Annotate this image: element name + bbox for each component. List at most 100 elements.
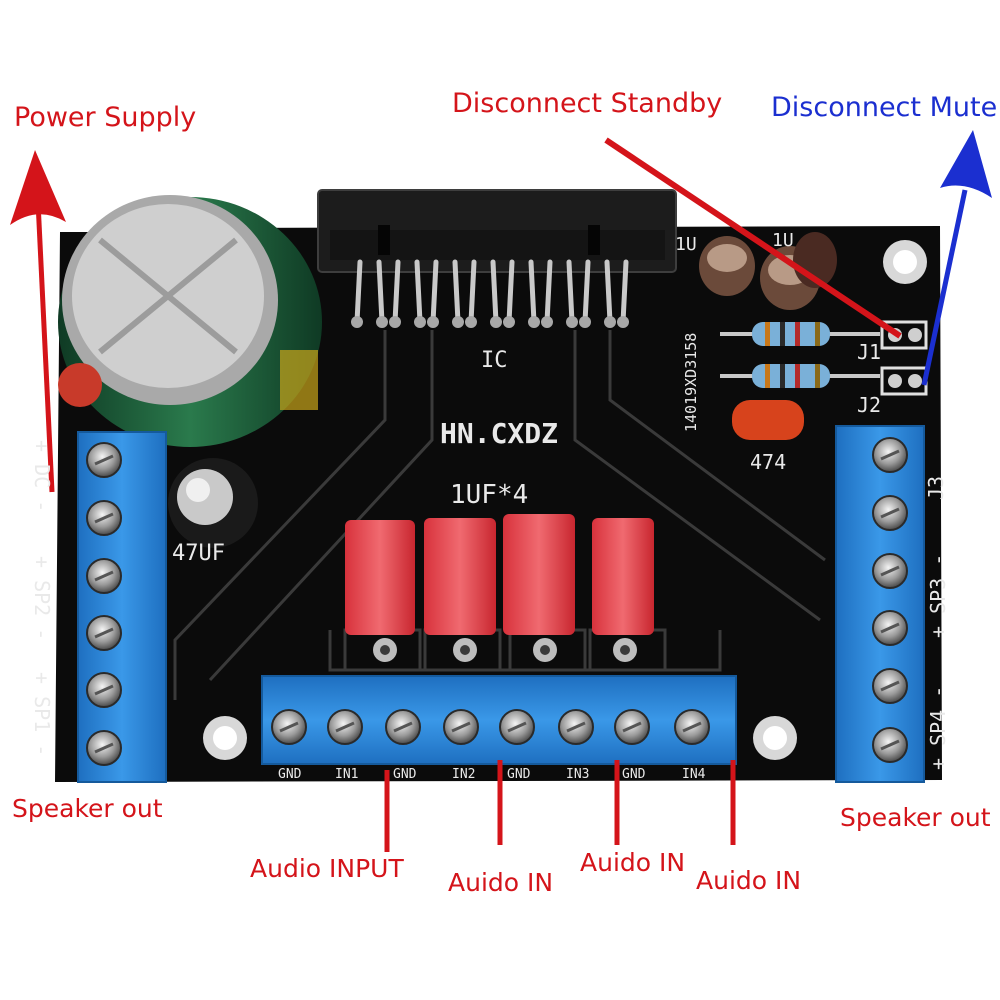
ic-pin-solder	[617, 316, 629, 328]
terminal-screw	[872, 668, 908, 704]
ic-pin	[604, 259, 613, 325]
ic-pin	[354, 259, 363, 325]
terminal-screw	[499, 709, 535, 745]
speaker-out-right-label: Speaker out	[840, 803, 991, 832]
power-supply-label: Power Supply	[14, 102, 197, 133]
audio-input-label: Audio INPUT	[250, 854, 404, 883]
disconnect-mute-label: Disconnect Mute	[771, 92, 998, 123]
audio-in-label-2: Auido IN	[448, 868, 554, 897]
arrow-up-icon	[940, 130, 992, 198]
terminal-screw	[86, 442, 122, 478]
terminal-label: + SP1 -	[30, 672, 54, 757]
ic-pin-solder	[541, 316, 553, 328]
terminal-label: GND	[393, 767, 417, 782]
ic-pin	[392, 259, 401, 325]
ic-pin-solder	[376, 316, 388, 328]
electrolytic-capacitor-small	[168, 458, 258, 548]
ic-pin	[452, 259, 461, 325]
ic-pin	[430, 259, 439, 325]
arrow-up-icon	[10, 150, 66, 225]
terminal-screw	[558, 709, 594, 745]
terminal-screw	[872, 727, 908, 763]
terminal-label: + SP4 -	[926, 685, 950, 770]
ic-pin	[490, 259, 499, 325]
terminal-label: GND	[507, 767, 531, 782]
ic-pin-solder	[414, 316, 426, 328]
film-capacitor-474	[732, 400, 804, 440]
terminal-block-bottom	[261, 675, 737, 765]
terminal-screw	[872, 610, 908, 646]
ic-pin-solder	[389, 316, 401, 328]
terminal-label: IN2	[452, 767, 476, 782]
jumper-j2	[880, 366, 928, 396]
ic-pin-solder	[604, 316, 616, 328]
terminal-screw	[385, 709, 421, 745]
film-capacitor	[503, 514, 575, 662]
terminal-label: IN4	[682, 767, 706, 782]
brand-label: HN.CXDZ	[440, 417, 559, 450]
terminal-screw	[86, 730, 122, 766]
j1-label: J1	[857, 340, 882, 364]
j2-label: J2	[857, 393, 882, 417]
film-capacitor	[424, 518, 496, 662]
ic-pin-solder	[490, 316, 502, 328]
terminal-screw	[674, 709, 710, 745]
ic-pin	[582, 259, 591, 325]
film-capacitor	[345, 520, 415, 662]
mute-arrow	[921, 130, 992, 386]
ic-pin-solder	[465, 316, 477, 328]
terminal-block-left	[77, 431, 167, 783]
film-capacitor	[592, 518, 654, 662]
speaker-out-left-label: Speaker out	[12, 794, 163, 823]
terminal-screw	[614, 709, 650, 745]
terminal-screw	[86, 672, 122, 708]
standby-pointer-line	[604, 137, 902, 339]
cap-474-label: 474	[750, 450, 787, 474]
ic-pin	[468, 259, 477, 325]
ic-pin	[566, 259, 575, 325]
mounting-hole	[753, 716, 797, 760]
ic-pin	[544, 259, 553, 325]
terminal-label: + DC -	[30, 440, 54, 513]
input-pointer-lines	[384, 760, 736, 852]
ic-pin-solder	[579, 316, 591, 328]
ic-pin-solder	[566, 316, 578, 328]
power-supply-arrow	[10, 150, 66, 493]
cap-1u-label-b: 1U	[772, 230, 794, 251]
mounting-hole	[883, 240, 927, 284]
ic-pin	[620, 259, 629, 325]
ic-chip	[317, 189, 677, 328]
ic-pin	[506, 259, 515, 325]
resistor	[720, 364, 880, 388]
resistor	[720, 322, 880, 346]
small-capacitor	[699, 236, 755, 296]
terminal-label: + SP2 -	[30, 556, 54, 641]
ic-pin-solder	[351, 316, 363, 328]
ic-pin	[414, 259, 423, 325]
ic-label: IC	[481, 348, 508, 373]
audio-in-label-4: Auido IN	[696, 866, 802, 895]
terminal-screw	[86, 558, 122, 594]
terminal-label: + SP3 -	[926, 553, 950, 638]
disconnect-standby-label: Disconnect Standby	[452, 88, 723, 119]
ic-pin-solder	[503, 316, 515, 328]
ic-pin-solder	[452, 316, 464, 328]
terminal-label: GND	[278, 767, 302, 782]
audio-in-label-3: Auido IN	[580, 848, 686, 877]
terminal-screw	[86, 615, 122, 651]
terminal-screw	[327, 709, 363, 745]
terminal-screw	[872, 437, 908, 473]
terminal-block-right	[835, 425, 925, 783]
serial-label: 14019XD3158	[682, 332, 700, 432]
terminal-label: IN3	[566, 767, 590, 782]
terminal-label: IN1	[335, 767, 359, 782]
terminal-screw	[872, 495, 908, 531]
terminal-screw	[86, 500, 122, 536]
j3-label: J3	[924, 475, 948, 500]
ic-pin-solder	[427, 316, 439, 328]
terminal-label: GND	[622, 767, 646, 782]
ic-pin-solder	[528, 316, 540, 328]
electrolytic-capacitor-large	[58, 195, 322, 447]
mounting-hole	[203, 716, 247, 760]
